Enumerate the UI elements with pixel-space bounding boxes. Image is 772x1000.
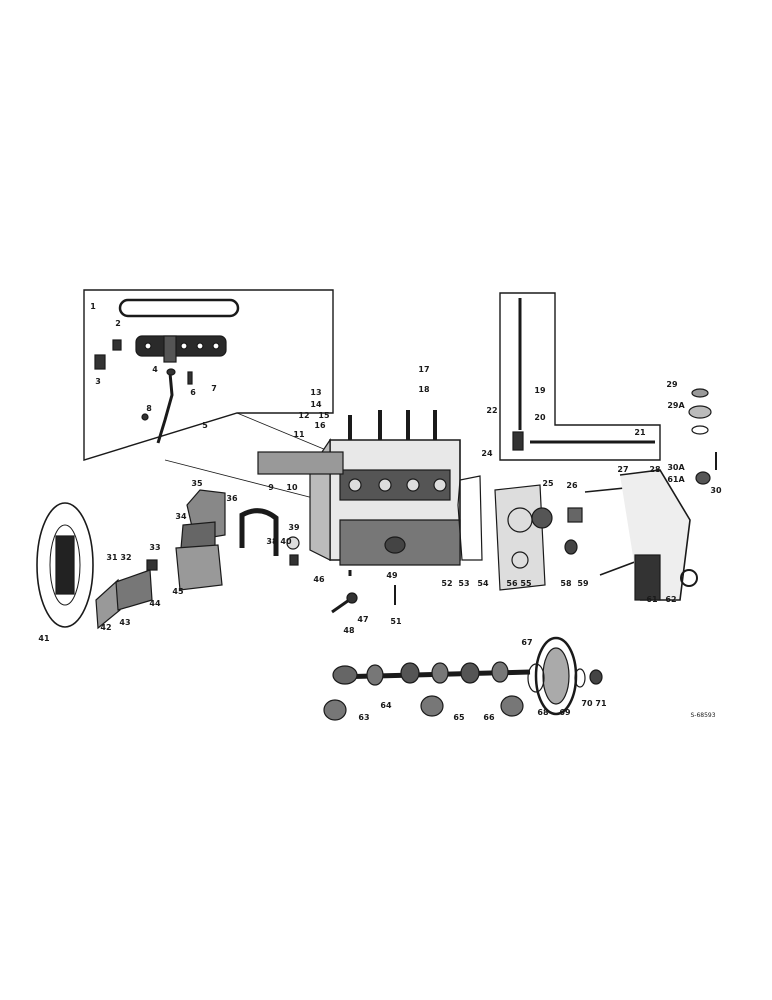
lower-bolts: [331, 570, 396, 614]
camshaft: [323, 636, 603, 721]
part-label-30: 30: [710, 486, 722, 495]
part-label-28: 28: [649, 465, 661, 474]
part-label-46: 46: [313, 575, 325, 584]
part-label-69: 69: [559, 708, 571, 717]
part-label-44: 44: [149, 599, 161, 608]
part-label-31: 31: [106, 553, 118, 562]
part-label-6: 6: [190, 388, 196, 397]
flywheel-housing-plate: [36, 502, 94, 628]
part-label-12: 12: [298, 411, 310, 420]
part-label-19: 19: [534, 386, 546, 395]
part-label-26: 26: [566, 481, 578, 490]
part-label-34: 34: [175, 512, 187, 521]
part-label-61a: 61A: [667, 475, 685, 484]
valve-cover-gasket: [118, 298, 240, 318]
part-label-51: 51: [390, 617, 402, 626]
part-label-42: 42: [100, 623, 112, 632]
part-label-27: 27: [617, 465, 629, 474]
part-label-24: 24: [481, 449, 493, 458]
oil-tube-assembly: [94, 339, 193, 444]
part-label-21: 21: [634, 428, 646, 437]
part-label-53: 53: [458, 579, 470, 588]
part-label-14: 14: [310, 400, 322, 409]
part-label-20: 20: [534, 413, 546, 422]
l-panel: [499, 292, 661, 461]
part-label-49: 49: [386, 571, 398, 580]
part-label-64: 64: [380, 701, 392, 710]
part-label-45: 45: [172, 587, 184, 596]
part-label-35: 35: [191, 479, 203, 488]
part-label-70: 70: [581, 699, 593, 708]
part-label-59: 59: [577, 579, 589, 588]
timing-cover-plates: [457, 388, 717, 601]
part-label-56: 56: [506, 579, 518, 588]
part-label-22: 22: [486, 406, 498, 415]
part-label-13: 13: [310, 388, 322, 397]
part-label-9: 9: [268, 483, 274, 492]
part-label-62: 62: [665, 595, 677, 604]
part-label-33: 33: [149, 543, 161, 552]
part-label-5: 5: [202, 421, 208, 430]
part-label-8: 8: [146, 404, 152, 413]
part-label-2: 2: [115, 319, 121, 328]
part-label-63: 63: [358, 713, 370, 722]
part-label-38: 38: [266, 537, 278, 546]
part-label-43: 43: [119, 618, 131, 627]
part-label-25: 25: [542, 479, 554, 488]
part-label-39: 39: [288, 523, 300, 532]
part-label-61: 61: [646, 595, 658, 604]
part-label-15: 15: [318, 411, 330, 420]
part-label-48: 48: [343, 626, 355, 635]
part-label-65: 65: [453, 713, 465, 722]
engine-block: [257, 410, 461, 566]
part-label-55: 55: [520, 579, 532, 588]
part-label-40: 40: [280, 537, 292, 546]
part-label-29: 29: [666, 380, 678, 389]
part-label-10: 10: [286, 483, 298, 492]
rocker-arm-bracket: [135, 335, 227, 363]
part-label-32: 32: [120, 553, 132, 562]
figure-code: S-68593: [690, 712, 716, 719]
part-label-18: 18: [418, 385, 430, 394]
part-label-7: 7: [211, 384, 217, 393]
part-label-71: 71: [595, 699, 607, 708]
part-label-29a: 29A: [667, 401, 685, 410]
part-label-68: 68: [537, 708, 549, 717]
part-label-47: 47: [357, 615, 369, 624]
part-label-36: 36: [226, 494, 238, 503]
part-label-66: 66: [483, 713, 495, 722]
part-label-41: 41: [38, 634, 50, 643]
part-label-67: 67: [521, 638, 533, 647]
part-label-58: 58: [560, 579, 572, 588]
part-label-52: 52: [441, 579, 453, 588]
part-label-54: 54: [477, 579, 489, 588]
part-label-17: 17: [418, 365, 430, 374]
part-label-3: 3: [95, 377, 101, 386]
rear-bearing-parts: [95, 489, 300, 630]
part-label-1: 1: [90, 302, 96, 311]
part-label-4: 4: [152, 365, 158, 374]
part-label-30a: 30A: [667, 463, 685, 472]
part-label-16: 16: [314, 421, 326, 430]
part-label-11: 11: [293, 430, 305, 439]
